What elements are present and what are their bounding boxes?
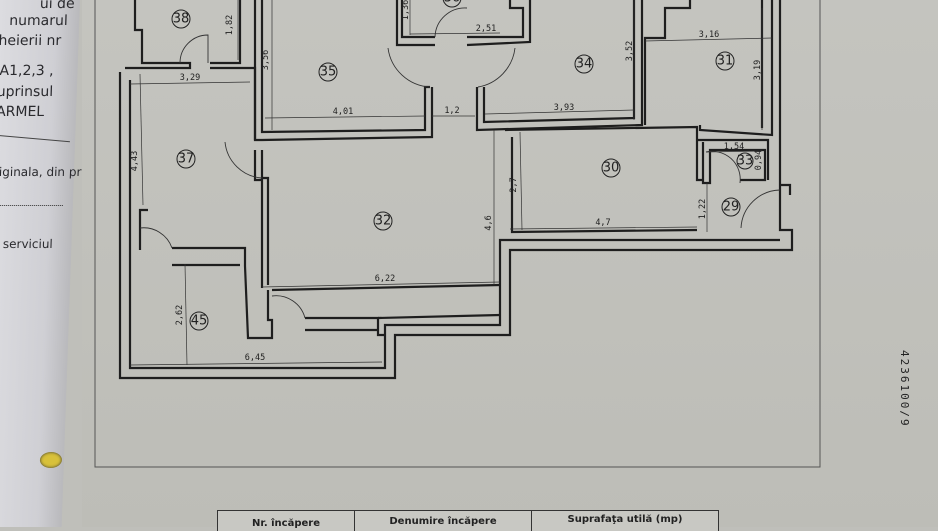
wall-32 [377,313,501,320]
doors [139,7,781,319]
room-marker [715,51,735,71]
dimension-label: 0,94 [754,150,764,170]
wall-30 [510,137,698,234]
wall-36 [467,0,525,39]
room-label: 38 [173,12,190,27]
room-label: 31 [717,54,734,69]
dimension-label: 3,16 [699,30,719,40]
wall-32 [253,150,264,288]
door-arc [434,7,468,38]
door-arc [139,227,173,249]
dimension-label: 2,51 [476,24,496,34]
dimension-label: 3,93 [554,103,574,113]
side-reference-code: 4236100/9 [898,350,911,428]
dimension-lines [129,0,773,366]
door-arc [179,34,209,64]
room-label: 29 [723,200,740,215]
dimension-label: 3,19 [753,60,763,80]
room-marker [601,158,621,178]
wall-32 [260,150,270,285]
walls [94,0,821,468]
dimension-label: 2,7 [509,177,519,192]
room-label: 33 [737,154,754,169]
dimension-label: 4,6 [484,215,494,230]
header-room-name: Denumire încăpere [355,511,532,531]
wall-38 [125,0,192,70]
wall-37 [138,208,148,250]
dimension-label: 4,01 [333,107,353,117]
wall-33 [780,183,792,195]
wall-33 [697,138,770,180]
dimension-label: 1,22 [698,199,708,219]
rooms-table-header: Nr. încăpere Denumire încăpere Suprafaţa… [217,510,719,531]
wall-31 [643,0,692,125]
room-marker [176,149,196,169]
dimension-label: 1,2 [444,106,459,116]
room-label: 37 [178,152,195,167]
outer-wall [118,0,794,380]
wall-36 [466,0,532,47]
wall-32 [305,316,385,337]
room-label: 45 [191,314,208,329]
wall-45 [243,265,274,340]
header-useful-area: Suprafaţa utilă (mp) [567,514,683,525]
dimension-label: 6,22 [375,274,395,284]
dimension-label: 1,82 [225,15,235,35]
wall-30 [504,125,703,182]
dimension-label: 1,54 [724,142,744,152]
wall-31 [698,0,774,137]
dimension-labels: 1,82 3,29 3,56 4,01 1,36 2,51 1,2 3,93 3… [130,0,764,363]
wall-36 [395,0,435,47]
dimension-label: 6,45 [245,353,265,363]
header-room-number: Nr. încăpere [218,511,355,531]
room-marker [442,0,462,8]
room-marker [318,62,338,82]
dimension-label: 3,52 [625,41,635,61]
wall-38 [210,0,242,65]
dimension-label: 1,36 [401,0,411,20]
wall-45 [172,246,247,266]
room-marker [721,197,741,217]
room-marker [373,211,393,231]
dimension-label: 3,29 [180,73,200,83]
room-label: 36 [444,0,461,6]
room-label: 30 [603,161,620,176]
wall-33 [701,142,767,185]
plan-frame [94,0,821,468]
dimension-label: 2,62 [175,305,185,325]
door-arc [477,47,516,88]
room-marker [736,152,754,170]
room-marker [189,311,209,331]
room-label: 32 [375,214,392,229]
wall-32 [271,283,501,292]
dimension-label: 3,56 [261,50,271,70]
door-arc [224,141,263,179]
dimension-label: 4,43 [130,151,140,171]
outer-wall [128,80,780,370]
door-arc [705,150,741,184]
room-label: 34 [576,57,593,72]
dimension-label: 4,7 [595,218,610,228]
door-arc [387,47,431,88]
wall-34 [475,0,644,132]
wall-36 [400,0,435,39]
door-arc [271,295,306,319]
room-marker [574,54,594,74]
room-marker [171,9,191,29]
room-labels: 38 35 36 34 31 37 32 30 33 29 45 [171,0,754,331]
room-label: 35 [320,65,337,80]
door-arc [740,189,781,229]
wall-35 [261,87,434,142]
